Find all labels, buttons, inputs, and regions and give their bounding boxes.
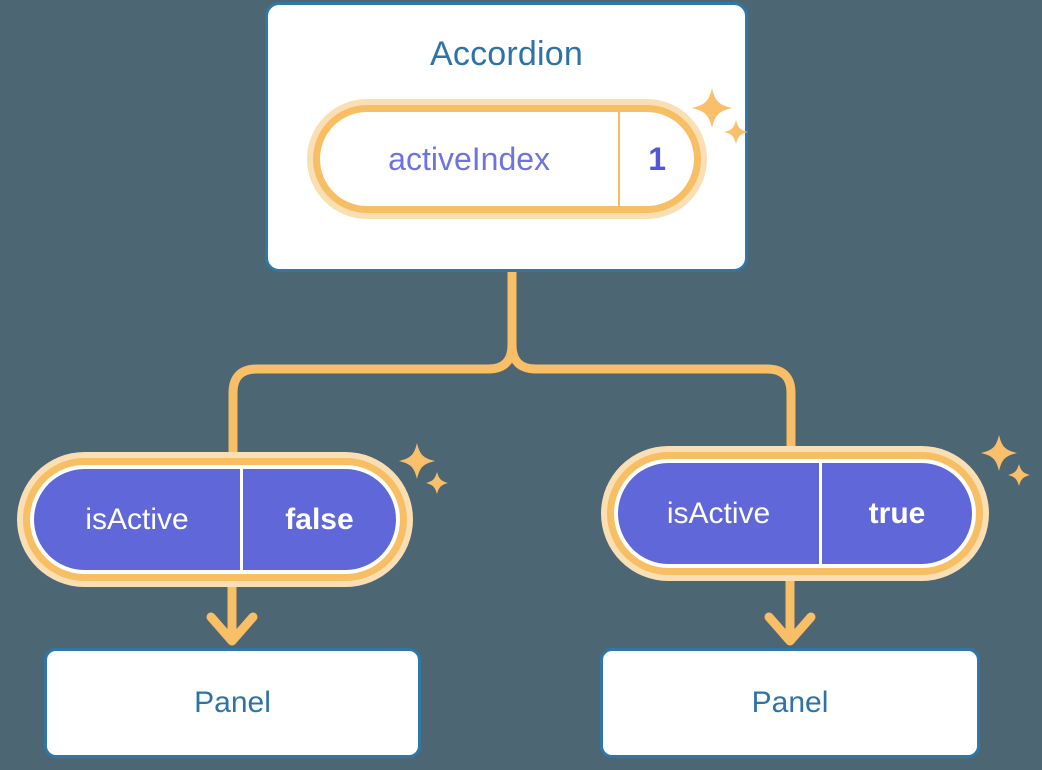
panel-label: Panel [194,686,271,719]
badge-value: 1 [618,112,694,206]
badge-key: isActive [85,502,189,536]
badge-inner: isActive true [618,463,972,564]
sparkle-icon [981,435,1030,486]
badge-key: activeIndex [388,140,551,177]
panel-right[interactable]: Panel [600,648,980,758]
badge-body: isActive true [614,459,976,568]
panel-left[interactable]: Panel [44,648,421,758]
page-title: Accordion [430,35,583,73]
badge-body: activeIndex 1 [320,112,694,206]
badge-key: isActive [666,496,771,530]
active-index-badge[interactable]: activeIndex 1 [307,99,707,219]
is-active-badge-right[interactable]: isActive true [601,446,989,581]
badge-body: isActive false [30,465,400,574]
is-active-badge-left[interactable]: isActive false [17,452,413,587]
arrow-down-icon-right-head [764,612,816,646]
arrow-down-icon-left-head [206,612,258,646]
badge-value: true [819,463,972,564]
badge-inner: isActive false [34,469,396,570]
badge-value: false [240,469,396,570]
tree-branch-connector-right [507,340,796,451]
tree-branch-connector [228,267,517,457]
panel-label: Panel [751,686,829,719]
